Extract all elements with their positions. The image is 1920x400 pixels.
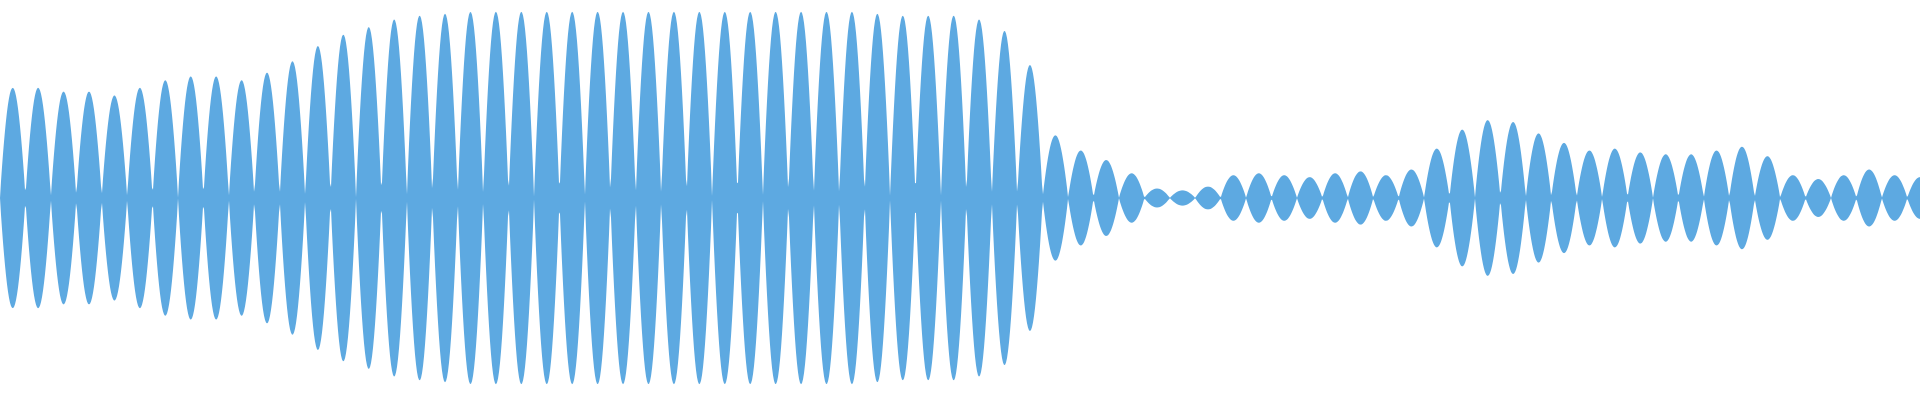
waveform-shape	[0, 11, 1920, 385]
